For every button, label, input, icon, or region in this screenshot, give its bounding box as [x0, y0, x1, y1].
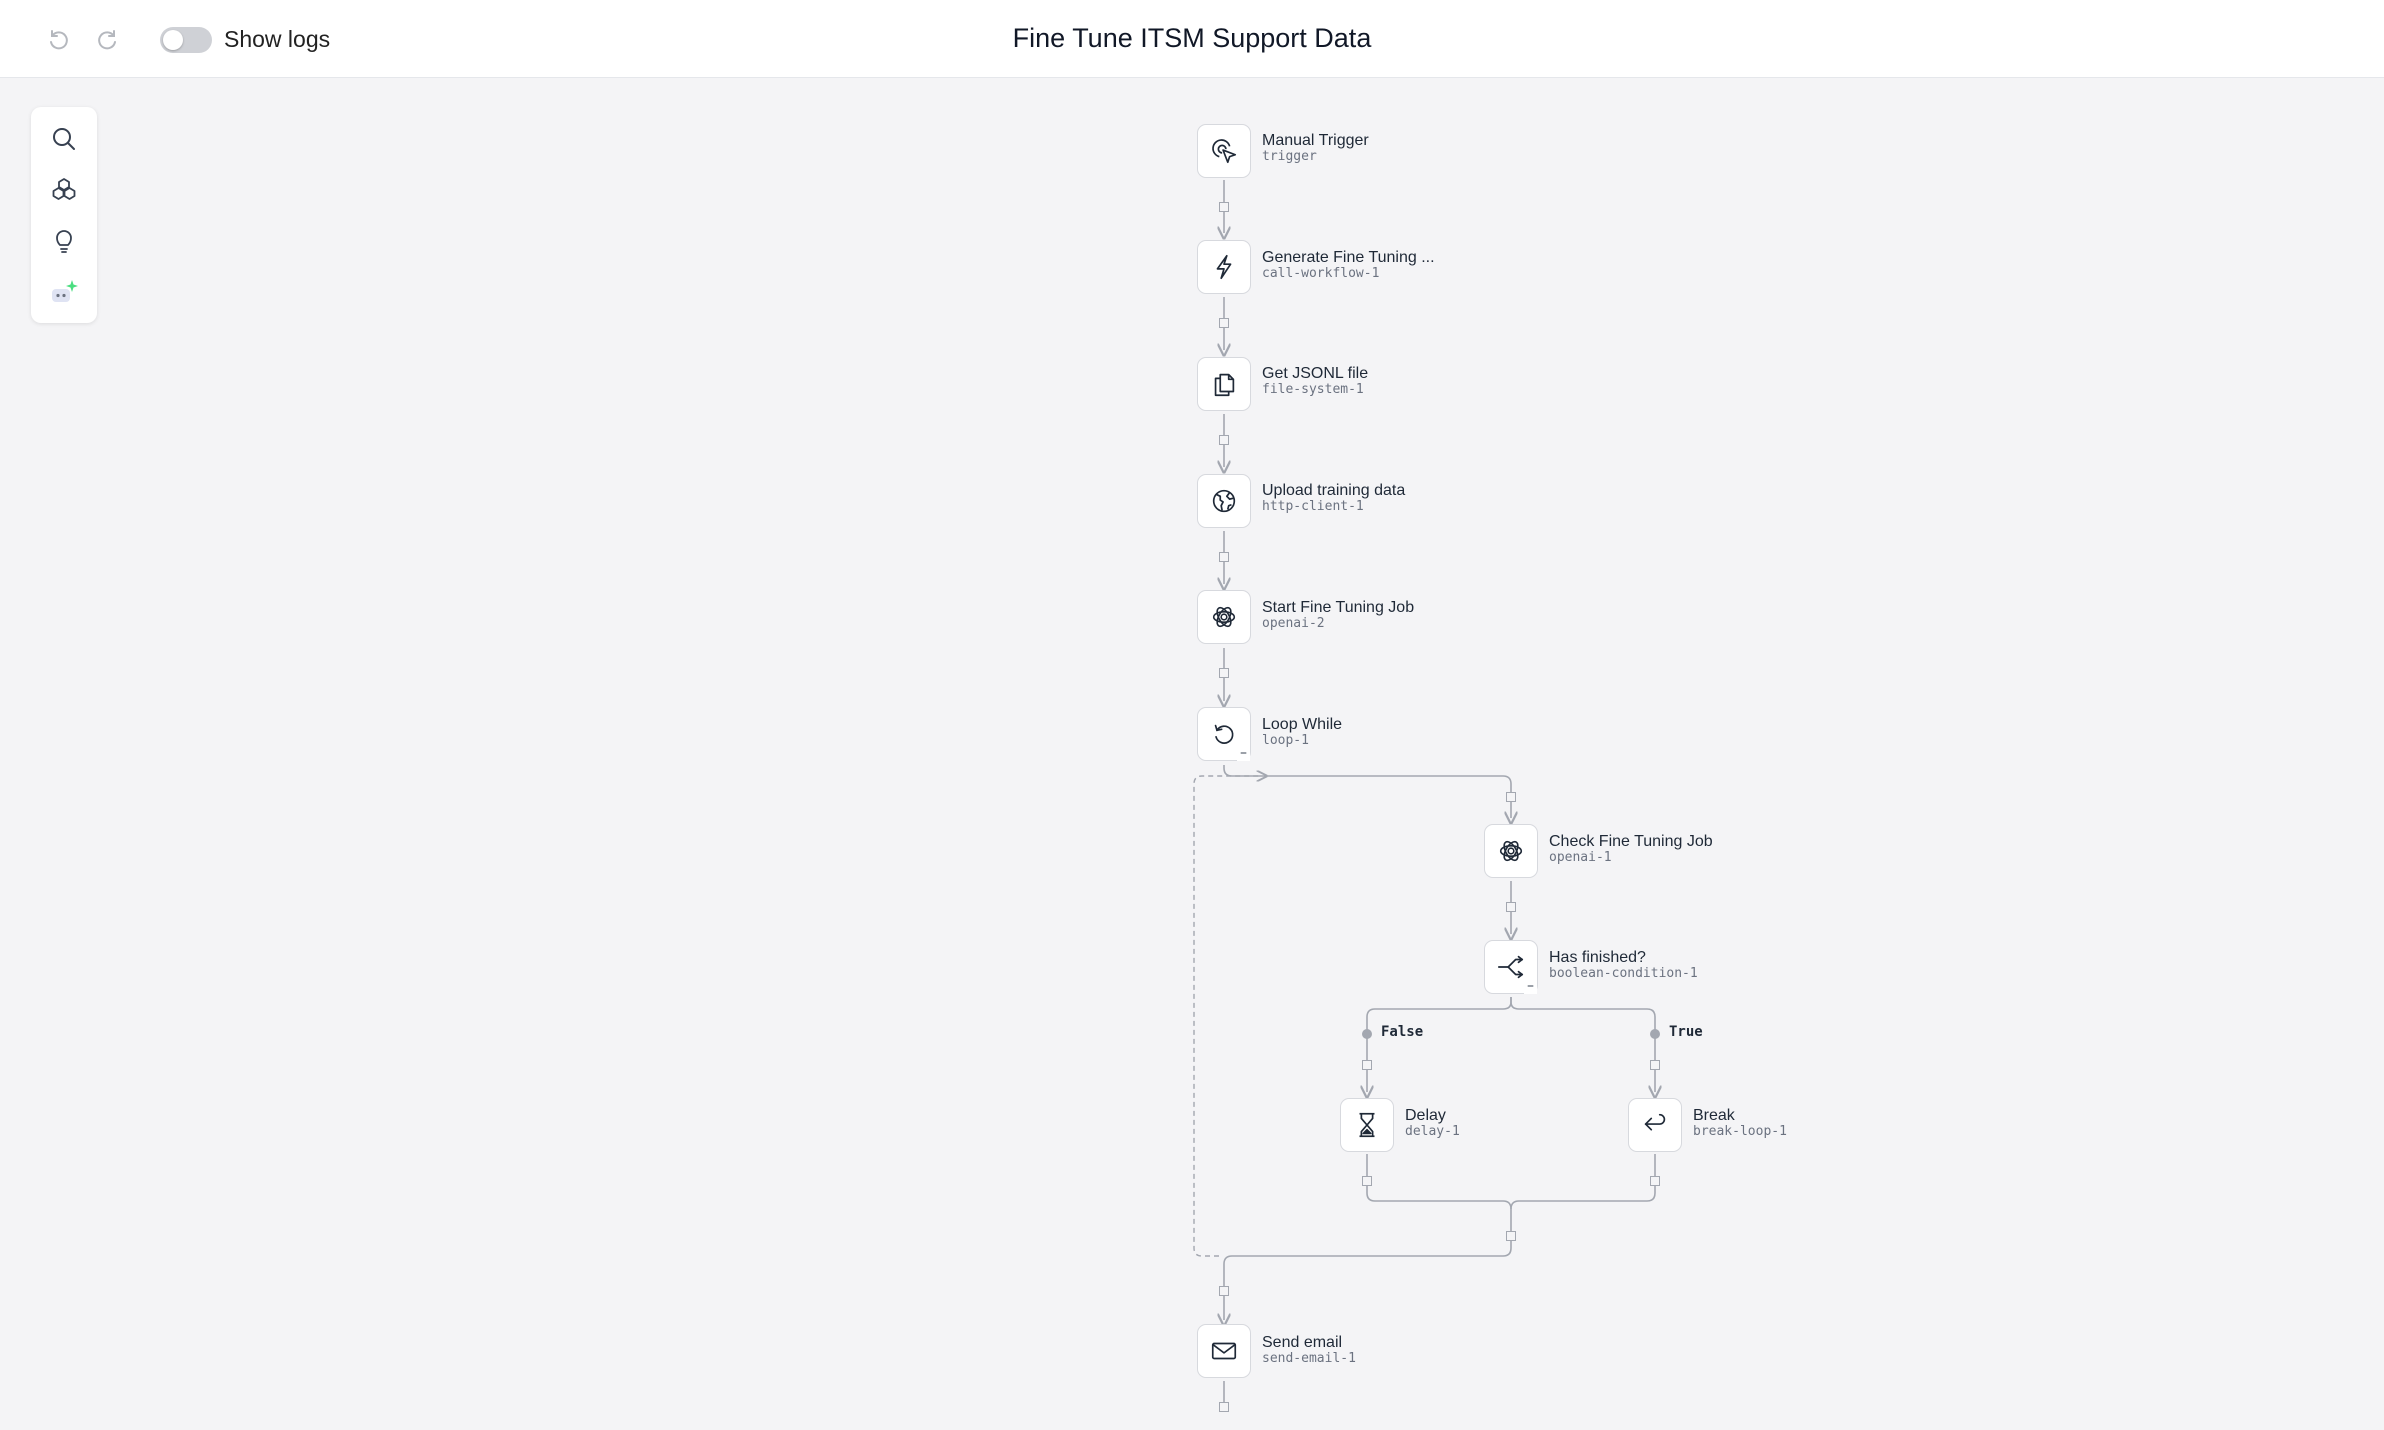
node-title: Check Fine Tuning Job	[1549, 833, 1713, 850]
node-id: trigger	[1262, 149, 1317, 164]
true-branch-dot	[1650, 1029, 1660, 1039]
node-label: Send email send-email-1	[1262, 1334, 1356, 1367]
add-node-handle[interactable]	[1506, 792, 1516, 802]
openai-icon	[1499, 840, 1523, 862]
node-title: Send email	[1262, 1334, 1343, 1351]
ai-assistant-icon	[52, 280, 78, 302]
node-title: Loop While	[1262, 716, 1343, 733]
show-logs-label: Show logs	[224, 26, 331, 52]
node-title: Delay	[1405, 1107, 1446, 1124]
edge-loop-check	[1223, 765, 1511, 818]
show-logs-toggle[interactable]	[160, 27, 212, 53]
return-arrow-icon	[1644, 1113, 1666, 1131]
node-id: file-system-1	[1262, 382, 1364, 397]
hourglass-icon	[1359, 1112, 1375, 1138]
false-branch-dot	[1362, 1029, 1372, 1039]
undo-icon	[50, 30, 68, 50]
collapse-loop-button[interactable]: –	[1237, 746, 1250, 761]
node-generate-fine-tuning[interactable]	[1197, 240, 1251, 294]
true-branch-label: True	[1669, 1024, 1703, 1040]
globe-icon	[1212, 489, 1236, 513]
workflow-title: Fine Tune ITSM Support Data	[1012, 23, 1372, 53]
node-break[interactable]	[1628, 1098, 1682, 1152]
toggle-knob	[163, 30, 183, 50]
add-node-handle[interactable]	[1362, 1176, 1372, 1186]
add-node-handle[interactable]	[1650, 1060, 1660, 1070]
node-title: Generate Fine Tuning ...	[1262, 249, 1435, 266]
node-get-jsonl-file[interactable]	[1197, 357, 1251, 411]
node-title: Manual Trigger	[1262, 132, 1369, 149]
node-upload-training-data[interactable]	[1197, 474, 1251, 528]
node-id: loop-1	[1262, 733, 1309, 748]
node-label: Generate Fine Tuning ... call-workflow-1	[1262, 249, 1435, 282]
ai-assistant-button[interactable]	[48, 276, 80, 308]
edge-condition-true	[1510, 997, 1656, 1034]
node-id: http-client-1	[1262, 499, 1364, 514]
add-node-handle[interactable]	[1219, 1402, 1229, 1412]
loop-icon	[1214, 724, 1234, 744]
edge-loop-email	[1224, 1236, 1512, 1320]
node-label: Start Fine Tuning Job openai-2	[1262, 599, 1414, 632]
node-title: Break	[1693, 1107, 1735, 1124]
node-send-email[interactable]	[1197, 1324, 1251, 1378]
components-icon	[52, 178, 76, 200]
node-id: openai-2	[1262, 616, 1325, 631]
mail-icon	[1211, 1342, 1237, 1360]
node-label: Break break-loop-1	[1693, 1107, 1787, 1140]
search-icon	[53, 128, 75, 150]
node-id: break-loop-1	[1693, 1124, 1787, 1139]
collapse-condition-button[interactable]: –	[1524, 979, 1537, 994]
openai-icon	[1212, 606, 1236, 628]
components-button[interactable]	[48, 174, 80, 206]
top-bar: Show logs Fine Tune ITSM Support Data	[0, 0, 2384, 78]
add-node-handle[interactable]	[1506, 902, 1516, 912]
node-id: send-email-1	[1262, 1351, 1356, 1366]
node-label: Manual Trigger trigger	[1262, 132, 1369, 165]
branch-icon	[1497, 955, 1524, 979]
undo-button[interactable]	[41, 22, 73, 54]
edge-break-merge	[1510, 1154, 1656, 1210]
add-node-handle[interactable]	[1362, 1060, 1372, 1070]
node-id: delay-1	[1405, 1124, 1460, 1139]
node-title: Has finished?	[1549, 949, 1646, 966]
node-id: boolean-condition-1	[1549, 966, 1698, 981]
files-icon	[1214, 373, 1235, 397]
add-node-handle[interactable]	[1219, 1286, 1229, 1296]
add-node-handle[interactable]	[1506, 1231, 1516, 1241]
node-title: Get JSONL file	[1262, 365, 1369, 382]
node-title: Start Fine Tuning Job	[1262, 599, 1415, 616]
redo-button[interactable]	[93, 22, 125, 54]
false-branch-label: False	[1381, 1024, 1424, 1040]
node-id: call-workflow-1	[1262, 266, 1380, 281]
node-label: Check Fine Tuning Job openai-1	[1549, 833, 1713, 866]
lightning-icon	[1216, 254, 1232, 280]
add-node-handle[interactable]	[1650, 1176, 1660, 1186]
node-label: Delay delay-1	[1405, 1107, 1460, 1140]
node-id: openai-1	[1549, 850, 1612, 865]
node-start-fine-tuning-job[interactable]	[1197, 590, 1251, 644]
node-label: Upload training data http-client-1	[1262, 482, 1405, 515]
add-node-handle[interactable]	[1219, 318, 1229, 328]
canvas-toolbox	[31, 107, 97, 323]
redo-icon	[98, 30, 116, 50]
node-title: Upload training data	[1262, 482, 1406, 499]
search-button[interactable]	[48, 123, 80, 155]
cursor-click-icon	[1212, 139, 1237, 164]
lightbulb-icon	[56, 230, 72, 253]
add-node-handle[interactable]	[1219, 202, 1229, 212]
hints-button[interactable]	[48, 225, 80, 257]
add-node-handle[interactable]	[1219, 435, 1229, 445]
add-node-handle[interactable]	[1219, 552, 1229, 562]
node-label: Loop While loop-1	[1262, 716, 1342, 749]
node-label: Get JSONL file file-system-1	[1262, 365, 1368, 398]
node-manual-trigger[interactable]	[1197, 124, 1251, 178]
add-node-handle[interactable]	[1219, 668, 1229, 678]
loop-back-edge	[1193, 776, 1262, 1257]
node-label: Has finished? boolean-condition-1	[1549, 949, 1698, 982]
edge-delay-merge	[1366, 1154, 1512, 1236]
node-delay[interactable]	[1340, 1098, 1394, 1152]
node-check-fine-tuning-job[interactable]	[1484, 824, 1538, 878]
